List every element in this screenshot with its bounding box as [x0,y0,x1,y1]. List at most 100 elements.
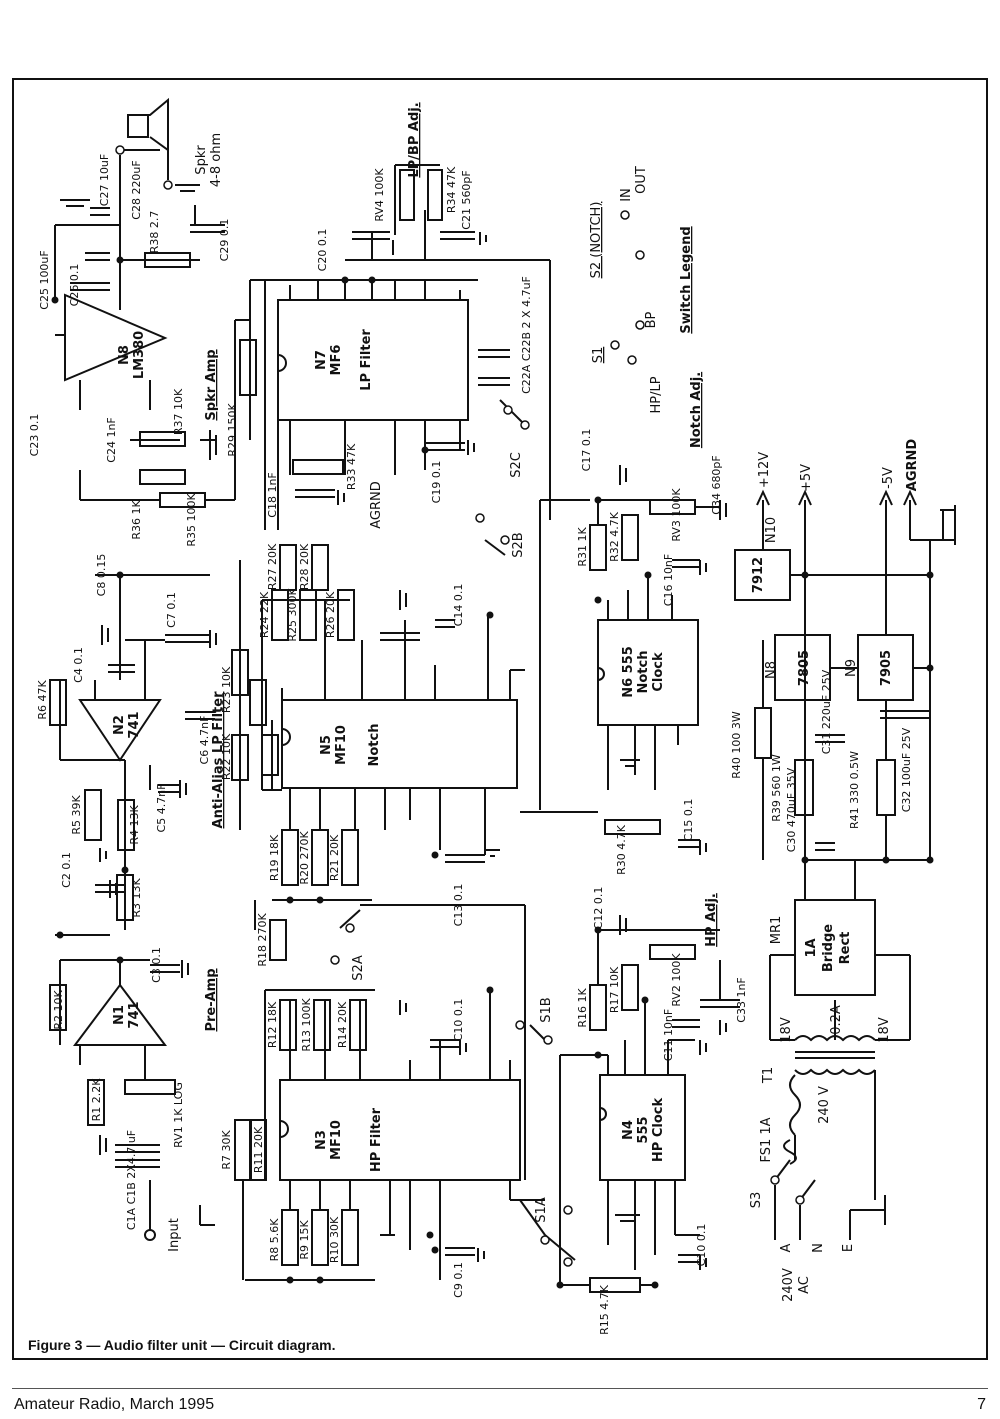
label-rv3: RV3 100K [670,488,683,542]
label-c6: C6 4.7nF [198,716,211,765]
label-c10: C10 0.1 [452,999,465,1042]
label-r16: R16 1K [576,988,589,1028]
rail-m5: -5V [881,467,896,489]
label-c1: C1A C1B 2X4.7 uF [125,1130,138,1230]
label-r8: R8 5.6K [268,1218,281,1262]
label-c25: C25 100uF [38,250,51,309]
footer-page-number: 7 [977,1396,986,1413]
legend-hplp: HP/LP [649,376,664,413]
switch-s1b: S1B [539,997,554,1022]
component-labels: R1 2.2K R2 10K R3 13K R4 13K R5 39K R6 4… [28,154,913,1335]
footer-divider [12,1388,988,1389]
label-r2: R2 10K [52,990,65,1030]
n4-part: 555 [636,1116,651,1143]
label-r14: R14 20K [336,1001,349,1048]
switch-s2c: S2C [509,452,524,478]
diagram-frame [12,78,988,1360]
agrnd-lp: AGRND [369,481,384,529]
s3-label: S3 [749,1192,764,1209]
label-r29: R29 150K [226,403,239,457]
label-r3: R3 13K [130,878,143,918]
label-c34: C34 680pF [710,455,723,514]
labels: N8 LM380 N2 741 N1 741 N3 MF10 HP Filter… [112,102,920,1302]
rail-p5: +5V [799,464,814,492]
n8reg-ref: N8 [764,661,779,679]
rail-agrnd: AGRND [905,439,920,492]
label-r35: R35 100K [185,493,198,547]
n2-ref: N2 [112,715,127,735]
label-c17: C17 0.1 [580,429,593,472]
label-c9: C9 0.1 [452,1262,465,1298]
label-r20: R20 270K [298,831,311,885]
label-c7: C7 0.1 [165,592,178,628]
t1-ref: T1 [761,1067,776,1084]
label-c24: C24 1nF [105,417,118,462]
t1-sec2: 18V [877,1017,892,1043]
label-c8: C8 0.15 [95,554,108,597]
label-r13: R13 100K [300,998,313,1052]
n5-func: Notch [367,724,382,767]
speaker-label1: Spkr [194,145,209,175]
label-r18: R18 270K [256,913,269,967]
label-r12: R12 18K [266,1001,279,1048]
n7-func: LP Filter [359,329,374,391]
legend-s2: S2 (NOTCH) [589,202,604,279]
section-notch-adj: Notch Adj. [689,372,704,448]
switch-s1a: S1A [534,1197,549,1223]
t1-fuse: 0.2A [829,1005,844,1035]
label-r9: R9 15K [298,1220,311,1260]
n7-part: MF6 [329,345,344,376]
label-c32: C32 100uF 25V [900,727,913,812]
mains-a: A [779,1243,794,1252]
label-c18: C18 1nF [266,472,279,517]
label-r11: R11 20K [252,1126,265,1173]
footer-publication: Amateur Radio, March 1995 [14,1396,215,1413]
n5-part: MF10 [334,725,349,765]
input-label: Input [167,1218,182,1252]
t1-primary: 240 V [817,1086,832,1124]
legend-out: OUT [634,166,649,194]
n2-part: 741 [127,711,142,738]
label-r4: R4 13K [128,805,141,845]
label-r6: R6 47K [36,680,49,720]
section-antialias: Anti-Alias LP Filter [211,691,226,829]
n10-part: 7912 [751,557,766,593]
label-c31: C31 220uF 25V [820,669,833,754]
label-rv1: RV1 1K LOG [172,1082,185,1148]
section-hp-adj: HP Adj. [704,893,719,947]
n3-ref: N3 [314,1130,329,1150]
label-r23: R23 10K [220,666,233,713]
label-c11: C11 10nF [662,1009,675,1061]
label-r39: R39 560 1W [770,754,783,822]
bridge-text3: Rect [838,932,853,965]
label-c4: C4 0.1 [72,647,85,683]
n8-ref: N8 [117,345,132,365]
figure-caption: Figure 3 — Audio filter unit — Circuit d… [28,1337,336,1353]
label-r41: R41 330 0.5W [848,751,861,829]
label-c14: C14 0.1 [452,584,465,627]
n8reg-part: 7805 [797,650,812,686]
label-c22: C22A C22B 2 X 4.7uF [520,276,533,394]
label-r22: R22 10K [220,733,233,780]
label-r5: R5 39K [70,795,83,835]
junction-dots [51,256,934,1289]
n9-part: 7905 [879,650,894,686]
label-c23: C23 0.1 [28,414,41,457]
label-r38: R38 2.7 [148,211,161,254]
wiring [49,97,956,1293]
legend-in: IN [619,188,634,202]
mains-n: N [811,1243,826,1253]
n4-ref: N4 [621,1120,636,1140]
n3-part: MF10 [329,1120,344,1160]
legend-bp: BP [644,311,659,328]
label-c15: C15 0.1 [682,799,695,842]
n9-ref: N9 [844,659,859,677]
label-r37: R37 10K [172,388,185,435]
label-rv2: RV2 100K [670,953,683,1007]
label-c30: C30 470uF 35V [785,767,798,852]
n6-ref: N6 555 [621,646,636,698]
label-r33: R33 47K [345,443,358,490]
section-spkr-amp: Spkr Amp [204,349,219,420]
bridge-ref: MR1 [769,916,784,945]
